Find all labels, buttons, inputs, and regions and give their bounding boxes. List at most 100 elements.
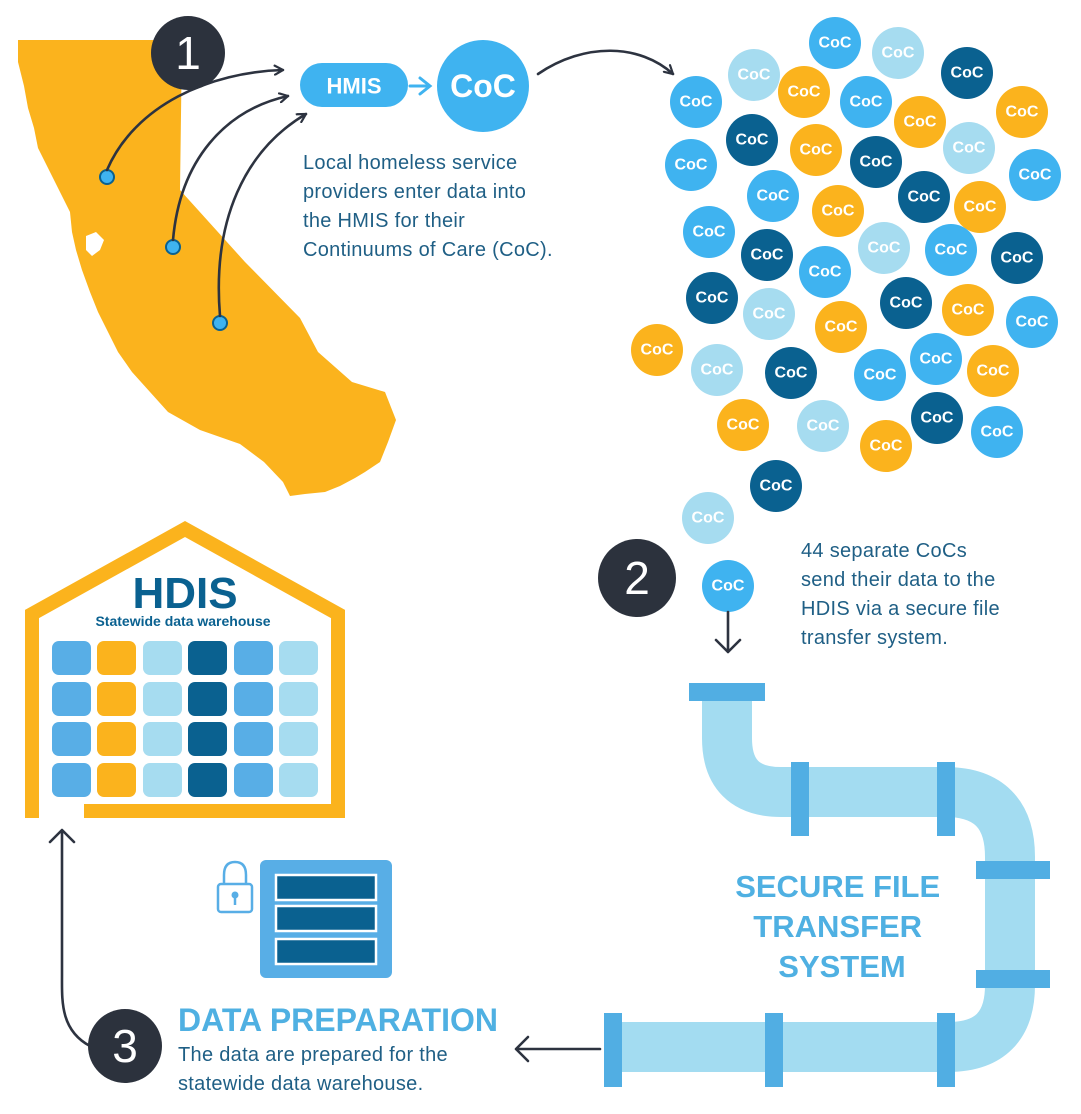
warehouse-data-cell	[279, 682, 318, 716]
coc-circle-label: CoC	[822, 203, 855, 220]
step-1-caption-line-3: the HMIS for their	[303, 210, 465, 232]
coc-circle-label: CoC	[850, 94, 883, 111]
warehouse-data-cell	[143, 641, 182, 675]
coc-circle-label: CoC	[738, 67, 771, 84]
coc-main-circle: CoC	[437, 40, 529, 132]
coc-circle-label: CoC	[680, 94, 713, 111]
coc-circle: CoC	[631, 324, 683, 376]
coc-circle: CoC	[894, 96, 946, 148]
coc-circle: CoC	[743, 288, 795, 340]
step-1-caption-line-2: providers enter data into	[303, 181, 526, 203]
pipe-label-line-1: SECURE FILE	[735, 869, 940, 904]
coc-circle: CoC	[726, 114, 778, 166]
warehouse-data-cell	[234, 682, 273, 716]
coc-circle-label: CoC	[788, 84, 821, 101]
hmis-label: HMIS	[327, 74, 382, 99]
arrow-pin-south-to-hmis	[217, 112, 308, 318]
step-1-caption-line-1: Local homeless service	[303, 152, 517, 174]
coc-circle-label: CoC	[908, 189, 941, 206]
coc-circle: CoC	[665, 139, 717, 191]
step-1-badge: 1	[151, 16, 225, 90]
step-3-badge: 3	[88, 1009, 162, 1083]
coc-circle-label: CoC	[693, 224, 726, 241]
coc-circle: CoC	[682, 492, 734, 544]
coc-circle: CoC	[954, 181, 1006, 233]
coc-circle-label: CoC	[977, 363, 1010, 380]
coc-circle-label: CoC	[727, 417, 760, 434]
coc-circle-label: CoC	[757, 188, 790, 205]
step-1-caption: Local homeless service providers enter d…	[303, 152, 553, 261]
coc-circle: CoC	[809, 17, 861, 69]
arrow-pipe-to-data-prep	[514, 1035, 602, 1063]
coc-circle-label: CoC	[692, 510, 725, 527]
warehouse-data-cell	[188, 641, 227, 675]
coc-circle: CoC	[967, 345, 1019, 397]
coc-circle: CoC	[971, 406, 1023, 458]
coc-circle: CoC	[872, 27, 924, 79]
step-2-caption-line-4: transfer system.	[801, 627, 948, 649]
step-1-number: 1	[175, 27, 201, 79]
warehouse-data-cell	[143, 722, 182, 756]
pipe-label-line-3: SYSTEM	[778, 949, 905, 984]
step-3-caption-line-2: statewide data warehouse.	[178, 1073, 423, 1095]
step-3-number: 3	[112, 1020, 138, 1072]
coc-circle: CoC	[996, 86, 1048, 138]
coc-circle: CoC	[991, 232, 1043, 284]
step-2-number: 2	[624, 552, 650, 604]
coc-circle-label: CoC	[951, 65, 984, 82]
coc-circle: CoC	[941, 47, 993, 99]
warehouse-title: HDIS	[132, 569, 237, 618]
server-icon	[260, 860, 392, 978]
coc-circle: CoC	[854, 349, 906, 401]
arrow-pin-central-to-hmis	[171, 96, 290, 242]
coc-circle-label: CoC	[1006, 104, 1039, 121]
coc-circle-label: CoC	[935, 242, 968, 259]
coc-circle: CoC	[691, 344, 743, 396]
coc-circle-label: CoC	[1019, 167, 1052, 184]
lock-icon	[216, 860, 254, 914]
coc-circle: CoC	[728, 49, 780, 101]
coc-circle-label: CoC	[864, 367, 897, 384]
coc-circle-label: CoC	[870, 438, 903, 455]
coc-circle: CoC	[1006, 296, 1058, 348]
pipe-label: SECURE FILE TRANSFER SYSTEM	[735, 869, 949, 984]
arrow-data-prep-to-warehouse	[48, 828, 92, 1048]
coc-circle-label: CoC	[825, 319, 858, 336]
warehouse-data-cell	[97, 722, 136, 756]
map-pin-north	[99, 169, 115, 185]
warehouse-data-cell	[234, 763, 273, 797]
coc-circle: CoC	[1009, 149, 1061, 201]
coc-circle: CoC	[880, 277, 932, 329]
warehouse-data-cell	[279, 641, 318, 675]
coc-circle-label: CoC	[953, 140, 986, 157]
coc-circle-label: CoC	[641, 342, 674, 359]
step-2-caption-line-1: 44 separate CoCs	[801, 540, 967, 562]
coc-circle: CoC	[686, 272, 738, 324]
step-2-caption-line-3: HDIS via a secure file	[801, 598, 1000, 620]
warehouse-data-cell	[143, 763, 182, 797]
pipe-label-line-2: TRANSFER	[753, 909, 922, 944]
coc-circle-label: CoC	[809, 264, 842, 281]
warehouse-data-grid	[52, 641, 318, 797]
arrow-hmis-to-coc	[408, 76, 433, 96]
coc-circle: CoC	[790, 124, 842, 176]
step-1-caption-line-4: Continuums of Care (CoC).	[303, 239, 553, 261]
warehouse-data-cell	[143, 682, 182, 716]
step-2-caption: 44 separate CoCs send their data to the …	[801, 540, 1006, 649]
coc-circle: CoC	[898, 171, 950, 223]
coc-circle-label: CoC	[920, 351, 953, 368]
warehouse-data-cell	[97, 763, 136, 797]
coc-circle-label: CoC	[819, 35, 852, 52]
coc-circle: CoC	[797, 400, 849, 452]
warehouse-data-cell	[52, 763, 91, 797]
coc-circle: CoC	[815, 301, 867, 353]
coc-circle: CoC	[858, 222, 910, 274]
coc-main-label: CoC	[450, 68, 516, 104]
arrow-pin-north-to-hmis	[105, 70, 285, 172]
coc-circle-label: CoC	[981, 424, 1014, 441]
coc-circle-label: CoC	[1001, 250, 1034, 267]
step-3-caption-line-1: The data are prepared for the	[178, 1044, 448, 1066]
coc-circle-label: CoC	[696, 290, 729, 307]
